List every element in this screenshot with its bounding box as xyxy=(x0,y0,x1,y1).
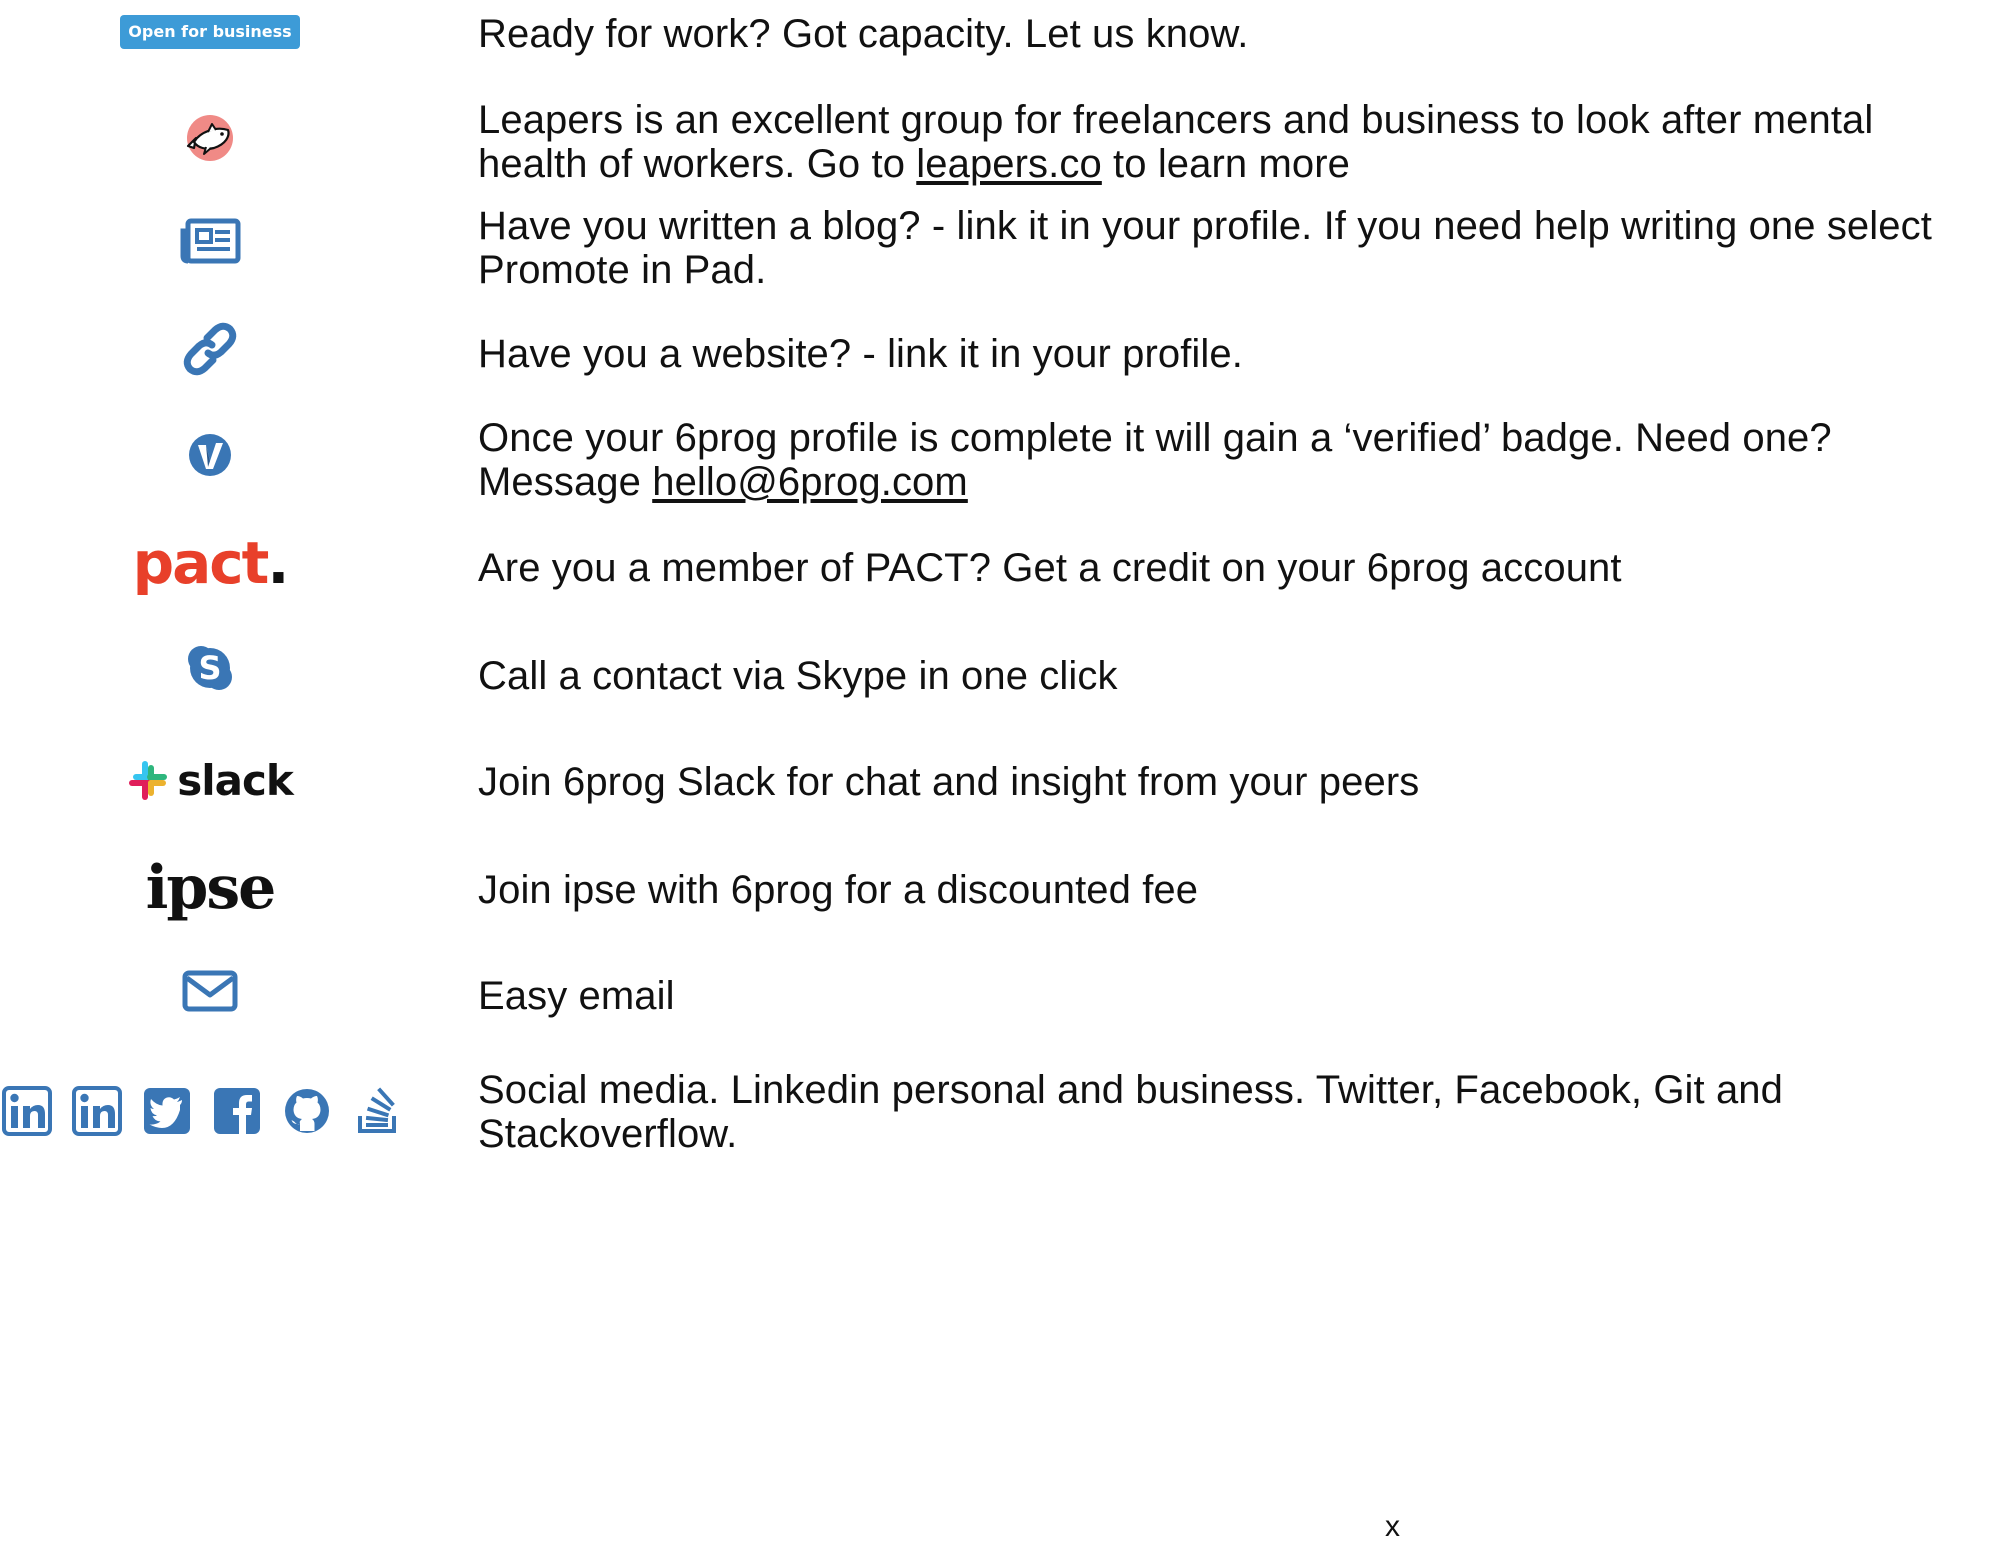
feature-text: Social media. Linkedin personal and busi… xyxy=(478,1068,1783,1156)
verified-text-before: Once your 6prog profile is complete it w… xyxy=(478,416,1832,504)
pact-logo-text: pact xyxy=(132,529,270,597)
stackoverflow-icon[interactable] xyxy=(352,1086,402,1136)
leapers-link[interactable]: leapers.co xyxy=(916,142,1102,186)
leapers-text-before: Leapers is an excellent group for freela… xyxy=(478,98,1874,186)
feature-text: Join 6prog Slack for chat and insight fr… xyxy=(478,760,1420,804)
facebook-icon[interactable] xyxy=(212,1086,262,1136)
leapers-fish-icon xyxy=(182,112,238,169)
linkedin-icon[interactable] xyxy=(72,1086,122,1136)
feature-text: Once your 6prog profile is complete it w… xyxy=(478,416,1978,504)
feature-text: Easy email xyxy=(478,974,675,1018)
svg-text:S: S xyxy=(198,649,221,687)
social-icons xyxy=(0,1086,420,1136)
feature-text: Are you a member of PACT? Get a credit o… xyxy=(478,546,1622,590)
close-button[interactable]: x xyxy=(1385,1510,1400,1543)
pact-logo: pact. xyxy=(132,528,290,598)
ipse-logo: ipse xyxy=(145,853,277,923)
slack-hash-icon xyxy=(129,761,168,800)
slack-logo: slack xyxy=(127,755,294,805)
leapers-text-after: to learn more xyxy=(1101,142,1351,186)
skype-icon: S xyxy=(185,643,235,698)
email-link[interactable]: hello@6prog.com xyxy=(652,460,968,504)
feature-text: Have you a website? - link it in your pr… xyxy=(478,332,1243,376)
verified-icon xyxy=(188,433,232,482)
feature-text: Join ipse with 6prog for a discounted fe… xyxy=(478,868,1199,912)
pact-logo-dot: . xyxy=(267,529,289,597)
newspaper-icon xyxy=(179,218,241,269)
feature-text: Ready for work? Got capacity. Let us kno… xyxy=(478,12,1249,56)
github-icon[interactable] xyxy=(282,1086,332,1136)
twitter-icon[interactable] xyxy=(142,1086,192,1136)
linkedin-icon[interactable] xyxy=(2,1086,52,1136)
feature-text: Leapers is an excellent group for freela… xyxy=(478,98,1978,186)
slack-logo-text: slack xyxy=(177,755,294,805)
link-icon xyxy=(181,320,239,383)
envelope-icon xyxy=(182,970,238,1017)
feature-text: Have you written a blog? - link it in yo… xyxy=(478,204,1932,292)
feature-text: Call a contact via Skype in one click xyxy=(478,654,1118,698)
open-for-business-badge: Open for business xyxy=(120,15,300,49)
